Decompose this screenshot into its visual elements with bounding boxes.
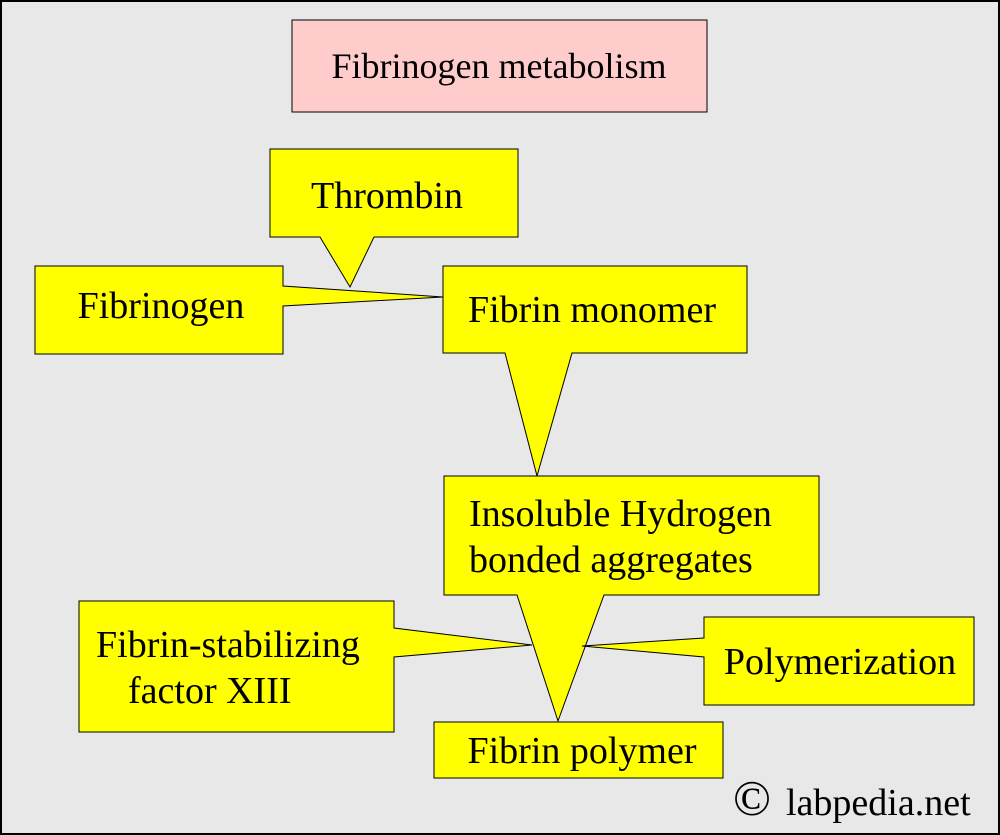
label-factor-xiii-line-1: Fibrin-stabilizing bbox=[96, 624, 360, 666]
callout-aggregates bbox=[443, 475, 820, 723]
callout-fibrinogen bbox=[34, 265, 444, 355]
callout-polymerization bbox=[581, 616, 975, 706]
copyright-icon: © bbox=[733, 770, 771, 826]
diagram-title: Fibrinogen metabolism bbox=[332, 46, 667, 86]
callout-thrombin bbox=[269, 148, 519, 289]
title-box bbox=[291, 19, 708, 113]
label-aggregates-line-1: Insoluble Hydrogen bbox=[469, 493, 772, 535]
label-thrombin: Thrombin bbox=[311, 175, 463, 217]
watermark-text: labpedia.net bbox=[786, 782, 971, 824]
box-fibrin-polymer bbox=[433, 721, 724, 779]
label-factor-xiii-line-2: factor XIII bbox=[128, 670, 292, 712]
label-fibrin-monomer: Fibrin monomer bbox=[468, 289, 716, 331]
label-fibrin-polymer: Fibrin polymer bbox=[467, 730, 696, 772]
callout-factor-xiii bbox=[78, 600, 533, 733]
callout-fibrin-monomer bbox=[442, 265, 748, 478]
label-polymerization: Polymerization bbox=[724, 641, 956, 683]
label-fibrinogen: Fibrinogen bbox=[78, 285, 245, 327]
label-aggregates-line-2: bonded aggregates bbox=[469, 539, 753, 581]
